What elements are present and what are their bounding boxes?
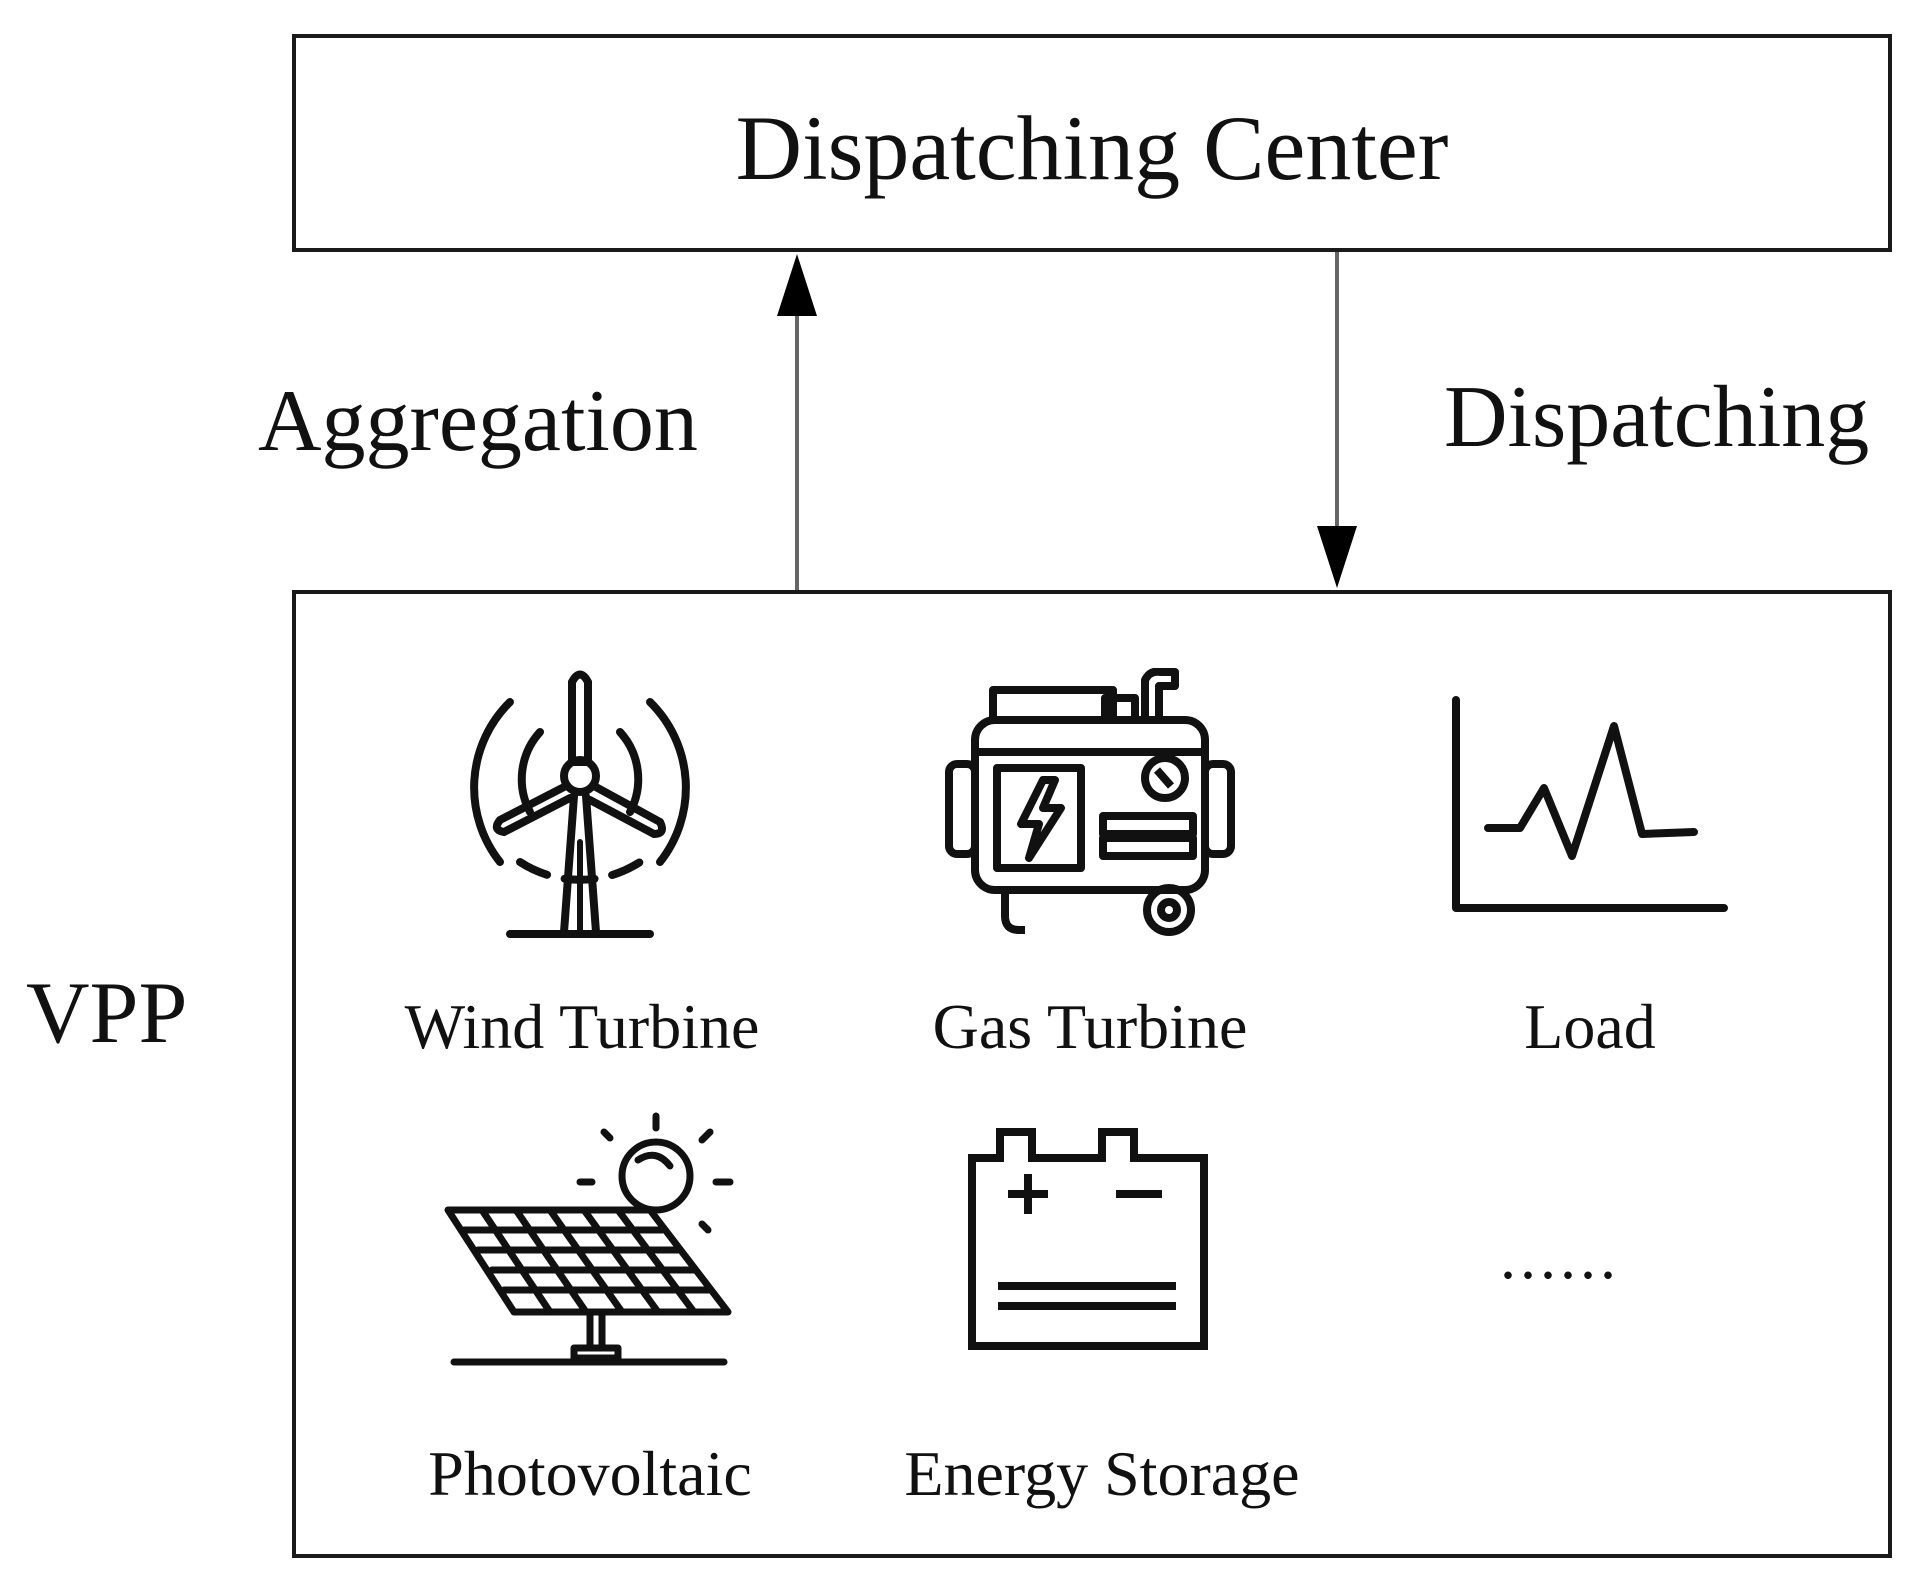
load-label: Load (1524, 991, 1656, 1062)
dispatching-center-title: Dispatching Center (735, 97, 1449, 199)
dispatching-center-box: Dispatching Center (292, 34, 1892, 252)
wind-turbine-label: Wind Turbine (404, 991, 760, 1062)
battery-icon (968, 1128, 1208, 1350)
solar-panel-icon (444, 1112, 734, 1366)
dispatching-arrow (1317, 252, 1357, 588)
load-curve-icon (1452, 696, 1728, 912)
more-items-ellipsis: ...... (1500, 1221, 1620, 1292)
energy-storage-label: Energy Storage (904, 1438, 1300, 1509)
wind-turbine-icon (470, 670, 690, 938)
photovoltaic-label: Photovoltaic (428, 1438, 752, 1509)
generator-icon (945, 668, 1235, 936)
gas-turbine-label: Gas Turbine (932, 991, 1248, 1062)
aggregation-arrow (777, 254, 817, 590)
vpp-label: VPP (26, 965, 188, 1062)
dispatching-label: Dispatching (1444, 369, 1870, 466)
aggregation-label: Aggregation (258, 373, 698, 470)
